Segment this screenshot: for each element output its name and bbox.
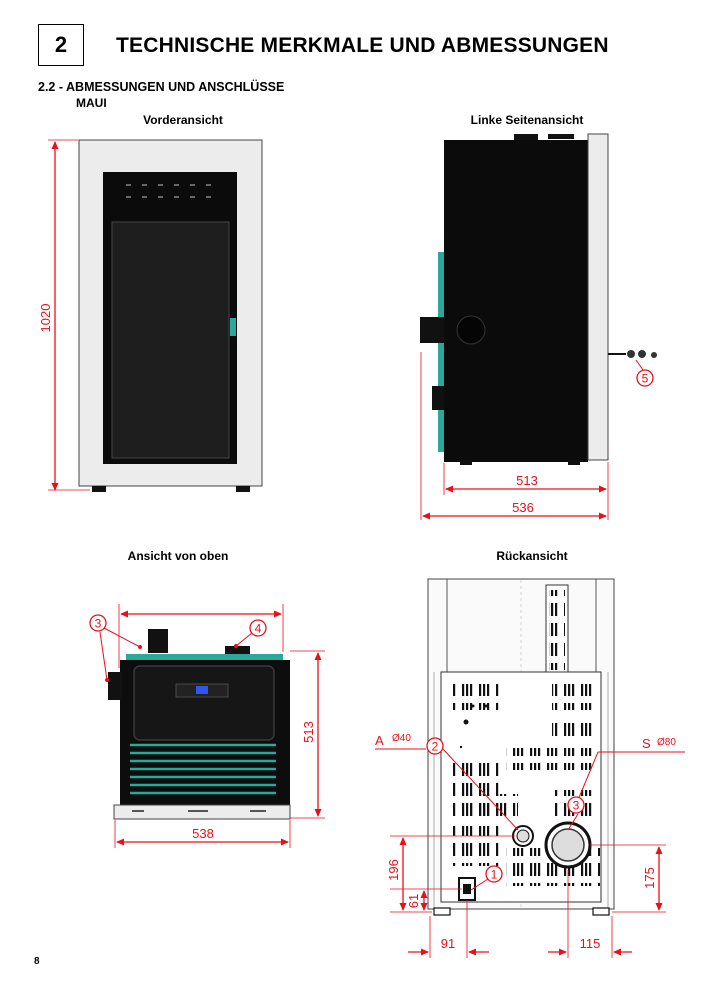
- top-flue-pipe: [148, 629, 168, 653]
- top-callout-4-circle: [249, 619, 267, 637]
- top-callout-3: 3: [95, 617, 102, 631]
- dim-196-label: 196: [386, 859, 401, 881]
- top-teal-edge: [126, 654, 283, 660]
- chapter-number-box: 2: [38, 24, 84, 66]
- rear-callout-3: 3: [573, 799, 580, 813]
- top-view: 538 513 3 4: [89, 604, 325, 848]
- height-dimension-label: 1020: [38, 304, 53, 333]
- top-callout-4: 4: [255, 622, 262, 636]
- front-handle: [230, 318, 236, 336]
- rear-callout-2-circle: [426, 737, 444, 755]
- connection-a-label: A: [375, 733, 384, 748]
- rear-callout-1: 1: [491, 868, 498, 882]
- top-control-panel: [133, 665, 275, 741]
- side-view-title: Linke Seitenansicht: [470, 113, 584, 127]
- side-frame: [587, 133, 609, 461]
- front-view: 1020: [38, 139, 263, 492]
- side-depth-outer-label: 536: [512, 500, 534, 515]
- top-depth-label: 513: [301, 721, 316, 743]
- callout-5: 5: [642, 372, 649, 386]
- rear-callout-2: 2: [432, 740, 439, 754]
- front-vent-slots: [126, 184, 211, 198]
- dim-175-label: 175: [642, 867, 657, 889]
- top-width-label: 538: [192, 826, 214, 841]
- side-body: [444, 140, 588, 462]
- top-teal-stripes: [130, 743, 276, 795]
- side-flue-pipe: [420, 317, 444, 343]
- side-round-port: [456, 315, 486, 345]
- top-callout-3-circle: [89, 614, 107, 632]
- top-side-pipe: [108, 672, 122, 700]
- rear-view: A Ø40 2 S Ø80 3 1 196 61 91 115: [375, 578, 685, 958]
- connection-s-diameter: Ø80: [657, 737, 676, 748]
- dim-91-label: 91: [441, 936, 455, 951]
- rear-callout-3-circle: [567, 796, 585, 814]
- page-title: TECHNISCHE MERKMALE UND ABMESSUNGEN: [116, 34, 609, 57]
- connection-a-diameter: Ø40: [392, 733, 411, 744]
- rear-view-title: Rückansicht: [496, 549, 568, 563]
- rear-callout-1-circle: [485, 865, 503, 883]
- chapter-number: 2: [54, 32, 68, 57]
- connection-s-label: S: [642, 736, 651, 751]
- callout-5-circle: [636, 369, 654, 387]
- dim-61-label: 61: [406, 894, 421, 908]
- side-view: 5 513 536: [420, 133, 657, 520]
- dim-115-label: 115: [580, 936, 601, 951]
- side-teal-panel: [438, 252, 444, 452]
- section-title: 2.2 - ABMESSUNGEN UND ANSCHLÜSSE: [38, 80, 285, 94]
- control-display: [196, 686, 208, 694]
- side-depth-inner-label: 513: [516, 473, 538, 488]
- top-view-title: Ansicht von oben: [127, 549, 229, 563]
- front-glass: [111, 221, 230, 459]
- model-name: MAUI: [76, 96, 107, 110]
- front-view-title: Vorderansicht: [143, 113, 223, 127]
- page-number: 8: [34, 956, 40, 967]
